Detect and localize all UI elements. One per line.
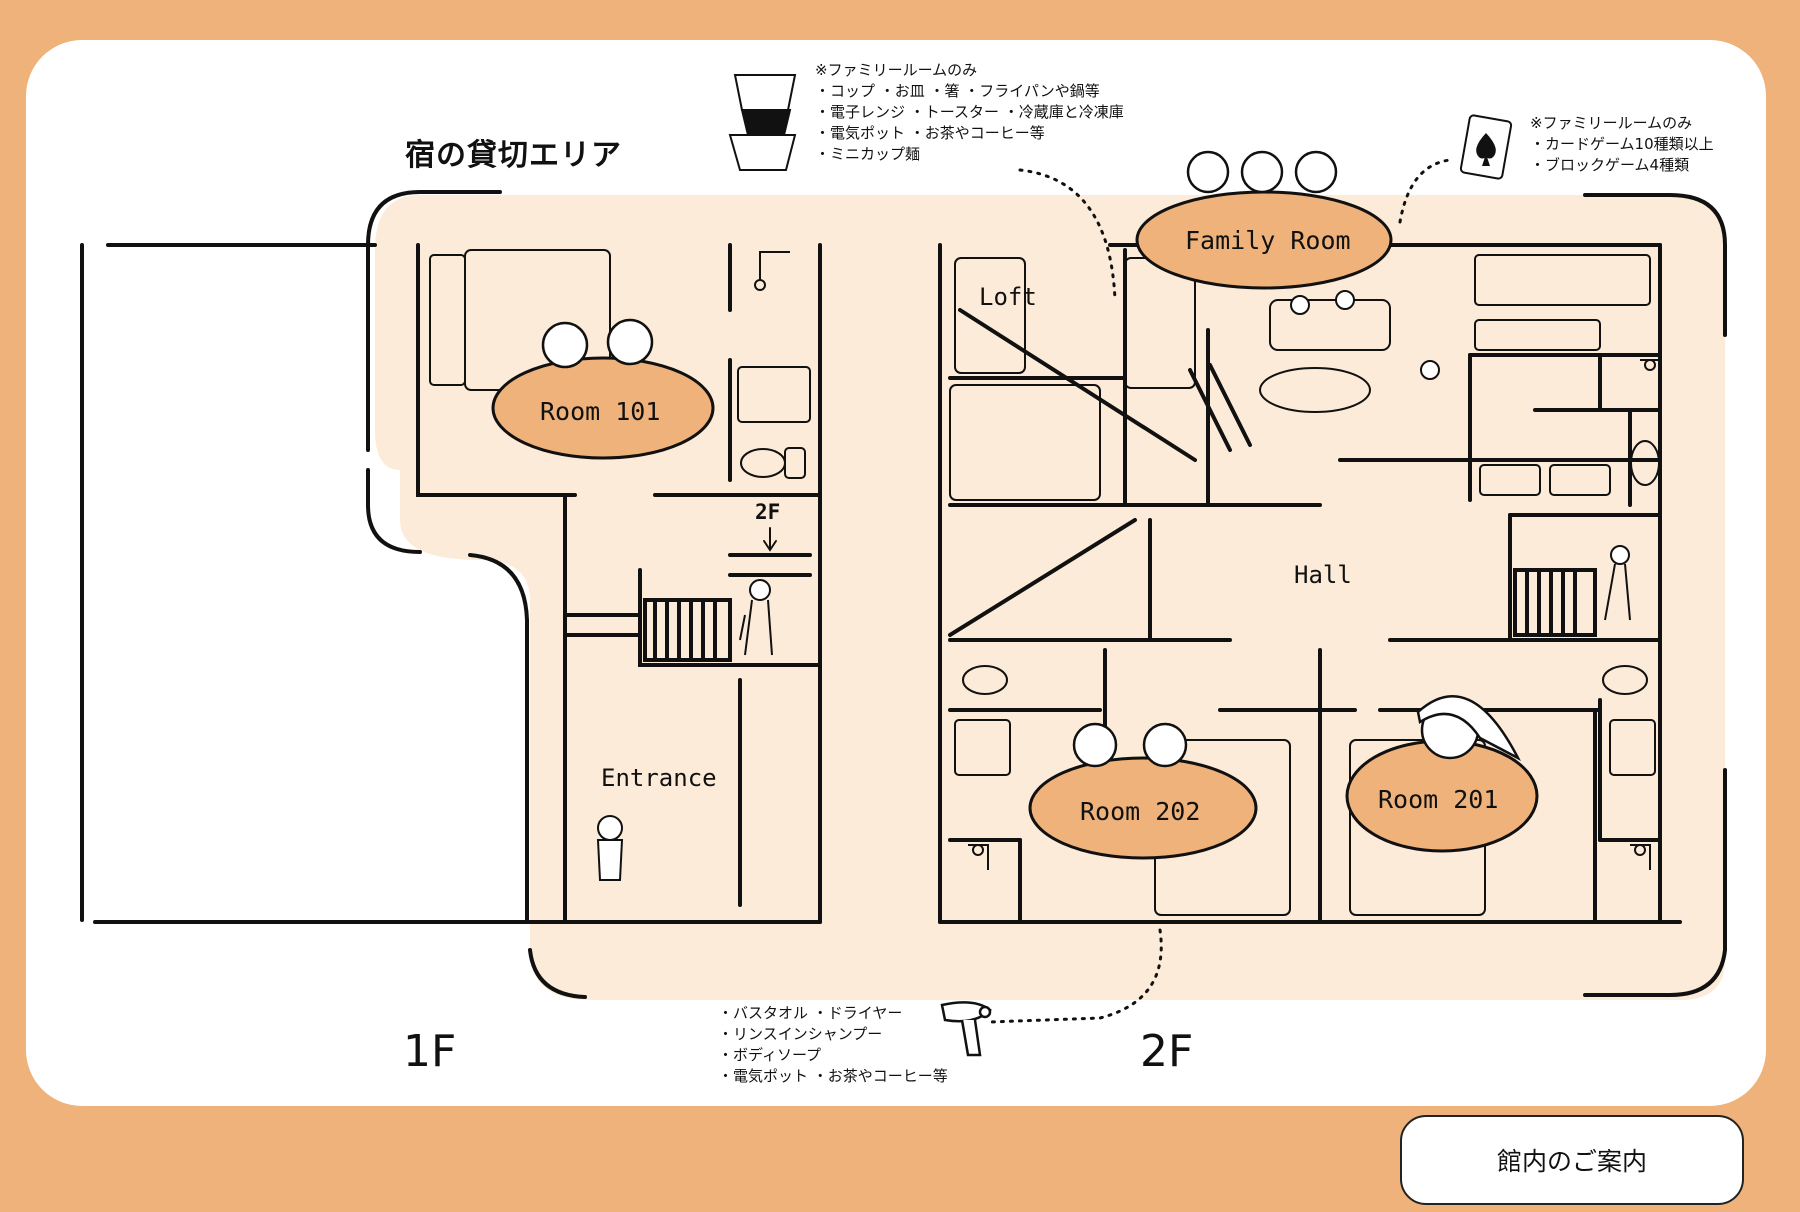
room-201-label: Room 201	[1378, 785, 1499, 814]
note-line: ・リンスインシャンプー	[718, 1025, 883, 1043]
shower-icon	[754, 251, 1661, 870]
note-line: ・電子レンジ ・トースター ・冷蔵庫と冷凍庫	[815, 103, 1124, 121]
note-line: ※ファミリールームのみ	[815, 61, 978, 79]
kitchen-items-note: ※ファミリールームのみ ・コップ ・お皿 ・箸 ・フライパンや鍋等 ・電子レンジ…	[815, 60, 1124, 165]
note-line: ・ブロックゲーム4種類	[1530, 156, 1690, 174]
family-room-label: Family Room	[1185, 226, 1351, 255]
area-title: 宿の貸切エリア	[405, 138, 622, 173]
room-202-label: Room 202	[1080, 797, 1201, 826]
guide-button[interactable]: 館内のご案内	[1400, 1115, 1744, 1205]
stairs-label: 2F	[755, 500, 781, 524]
hall-label: Hall	[1294, 561, 1352, 589]
noodle-cups-icon	[728, 74, 797, 171]
games-note: ※ファミリールームのみ ・カードゲーム10種類以上 ・ブロックゲーム4種類	[1530, 113, 1714, 176]
entrance-label: Entrance	[601, 764, 717, 792]
note-line: ・電気ポット ・お茶やコーヒー等	[718, 1067, 948, 1085]
hair-dryer-icon	[940, 1001, 992, 1057]
spade-card-icon	[1459, 114, 1513, 180]
note-line: ・コップ ・お皿 ・箸 ・フライパンや鍋等	[815, 82, 1100, 100]
rental-area-1f	[375, 195, 830, 1000]
person-icon	[596, 290, 1631, 881]
floor-label-2f: 2F	[1140, 1026, 1194, 1077]
family-room-badge	[1135, 150, 1393, 290]
rental-area-2f	[830, 195, 1725, 1000]
room-101-label: Room 101	[540, 397, 661, 426]
loft-label: Loft	[979, 283, 1037, 311]
note-line: ※ファミリールームのみ	[1530, 114, 1693, 132]
amenities-note: ・バスタオル ・ドライヤー ・リンスインシャンプー ・ボディソープ ・電気ポット…	[718, 1003, 948, 1087]
note-line: ・ミニカップ麺	[815, 145, 921, 163]
room-101-badge	[491, 318, 715, 460]
note-line: ・電気ポット ・お茶やコーヒー等	[815, 124, 1045, 142]
note-line: ・ボディソープ	[718, 1046, 822, 1064]
room-202-badge	[1028, 722, 1258, 860]
note-line: ・バスタオル ・ドライヤー	[718, 1004, 903, 1022]
note-line: ・カードゲーム10種類以上	[1530, 135, 1714, 153]
room-201-badge	[1345, 695, 1539, 853]
floor-label-1f: 1F	[403, 1026, 457, 1077]
